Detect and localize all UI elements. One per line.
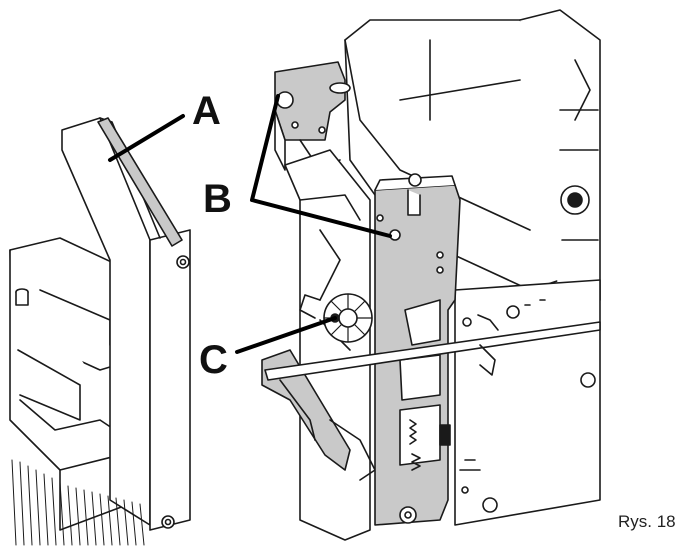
figure-caption: Rys. 18 [618, 512, 676, 531]
upper-plate [274, 61, 351, 171]
leader-b [250, 94, 392, 238]
left-bracket-assembly [9, 117, 191, 546]
callout-b-label: B [203, 177, 232, 221]
middle-column [261, 149, 376, 541]
callout-a-label: A [192, 89, 221, 133]
leader-a [108, 114, 185, 162]
star-wheel [299, 293, 373, 343]
leader-c [235, 316, 337, 354]
callout-leaders [108, 94, 392, 354]
callout-c-label: C [199, 338, 228, 382]
horizontal-rod [264, 314, 601, 381]
brush-hatching [11, 459, 145, 546]
